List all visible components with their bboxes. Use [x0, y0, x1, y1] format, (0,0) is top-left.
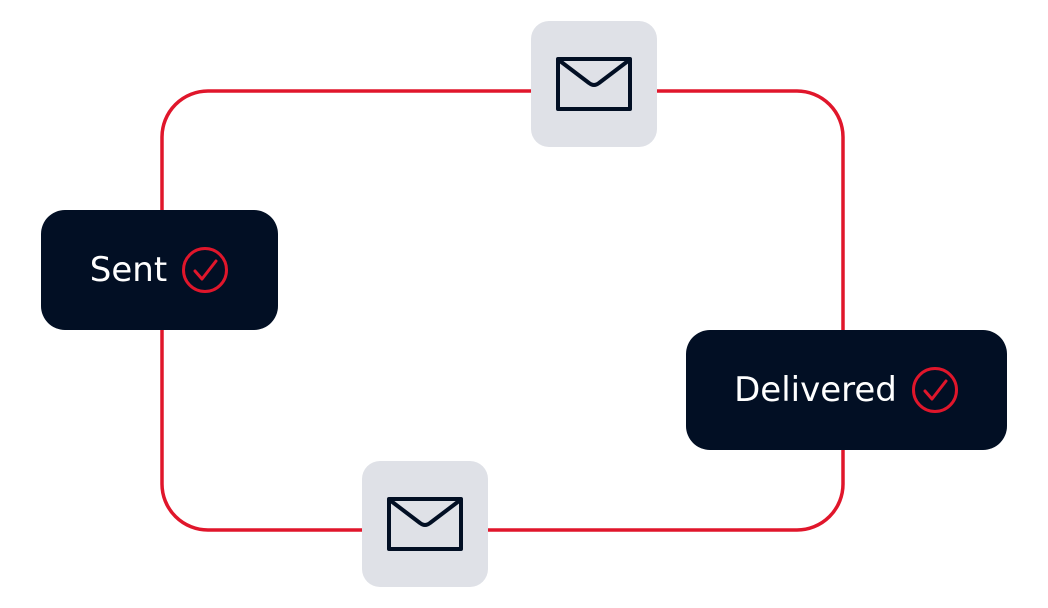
status-label: Delivered	[734, 370, 897, 410]
status-sent: Sent	[41, 210, 278, 330]
check-circle-icon	[911, 367, 958, 413]
mail-tile-bottom	[362, 461, 488, 587]
check-circle-icon	[182, 247, 229, 293]
envelope-icon	[556, 57, 632, 111]
status-delivered: Delivered	[686, 330, 1007, 450]
envelope-icon	[387, 497, 463, 551]
status-label: Sent	[89, 250, 168, 290]
mail-tile-top	[531, 21, 657, 147]
